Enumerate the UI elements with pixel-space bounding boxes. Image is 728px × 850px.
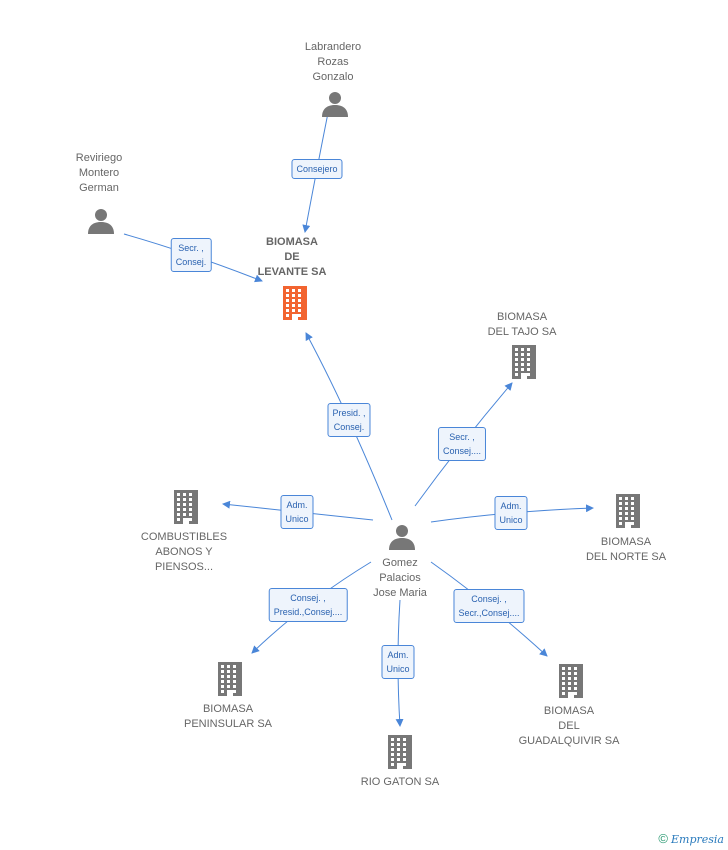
relation-label[interactable]: Secr. , Consej. (170, 238, 212, 272)
node-label-gomez[interactable]: Gomez Palacios Jose Maria (373, 557, 427, 599)
building-icon[interactable] (557, 664, 585, 703)
building-icon[interactable] (614, 494, 642, 533)
person-icon[interactable] (321, 90, 349, 123)
relation-label[interactable]: Adm. Unico (381, 645, 415, 679)
relation-label[interactable]: Adm. Unico (494, 496, 528, 530)
person-icon[interactable] (388, 523, 416, 556)
node-label-combustibles[interactable]: COMBUSTIBLES ABONOS Y PIENSOS... (140, 531, 228, 573)
relation-label[interactable]: Consejero (291, 159, 343, 179)
node-label-labrandero[interactable]: Labrandero Rozas Gonzalo (304, 41, 362, 83)
building-icon[interactable] (510, 345, 538, 384)
building-icon[interactable] (281, 286, 309, 325)
building-icon[interactable] (172, 490, 200, 529)
relation-label[interactable]: Secr. , Consej.... (437, 427, 487, 461)
node-label-biomasa-peninsular[interactable]: BIOMASA PENINSULAR SA (183, 703, 273, 730)
building-icon[interactable] (386, 735, 414, 774)
relation-label[interactable]: Presid. , Consej. (327, 403, 371, 437)
relation-label[interactable]: Consej. , Secr.,Consej.... (453, 589, 525, 623)
building-icon[interactable] (216, 662, 244, 701)
copyright-symbol: © (658, 831, 668, 846)
node-label-biomasa-levante[interactable]: BIOMASA DE LEVANTE SA (257, 236, 327, 278)
relation-label[interactable]: Adm. Unico (280, 495, 314, 529)
node-label-biomasa-tajo[interactable]: BIOMASA DEL TAJO SA (487, 311, 557, 338)
node-label-biomasa-norte[interactable]: BIOMASA DEL NORTE SA (585, 536, 667, 563)
node-label-biomasa-guadalquivir[interactable]: BIOMASA DEL GUADALQUIVIR SA (518, 705, 620, 747)
node-label-reviriego[interactable]: Reviriego Montero German (75, 152, 123, 194)
relation-label[interactable]: Consej. , Presid.,Consej.... (268, 588, 348, 622)
footer-brand: © Empresia (658, 831, 724, 846)
node-label-rio-gaton[interactable]: RIO GATON SA (360, 776, 440, 788)
person-icon[interactable] (87, 207, 115, 240)
brand-name: Empresia (671, 833, 724, 846)
